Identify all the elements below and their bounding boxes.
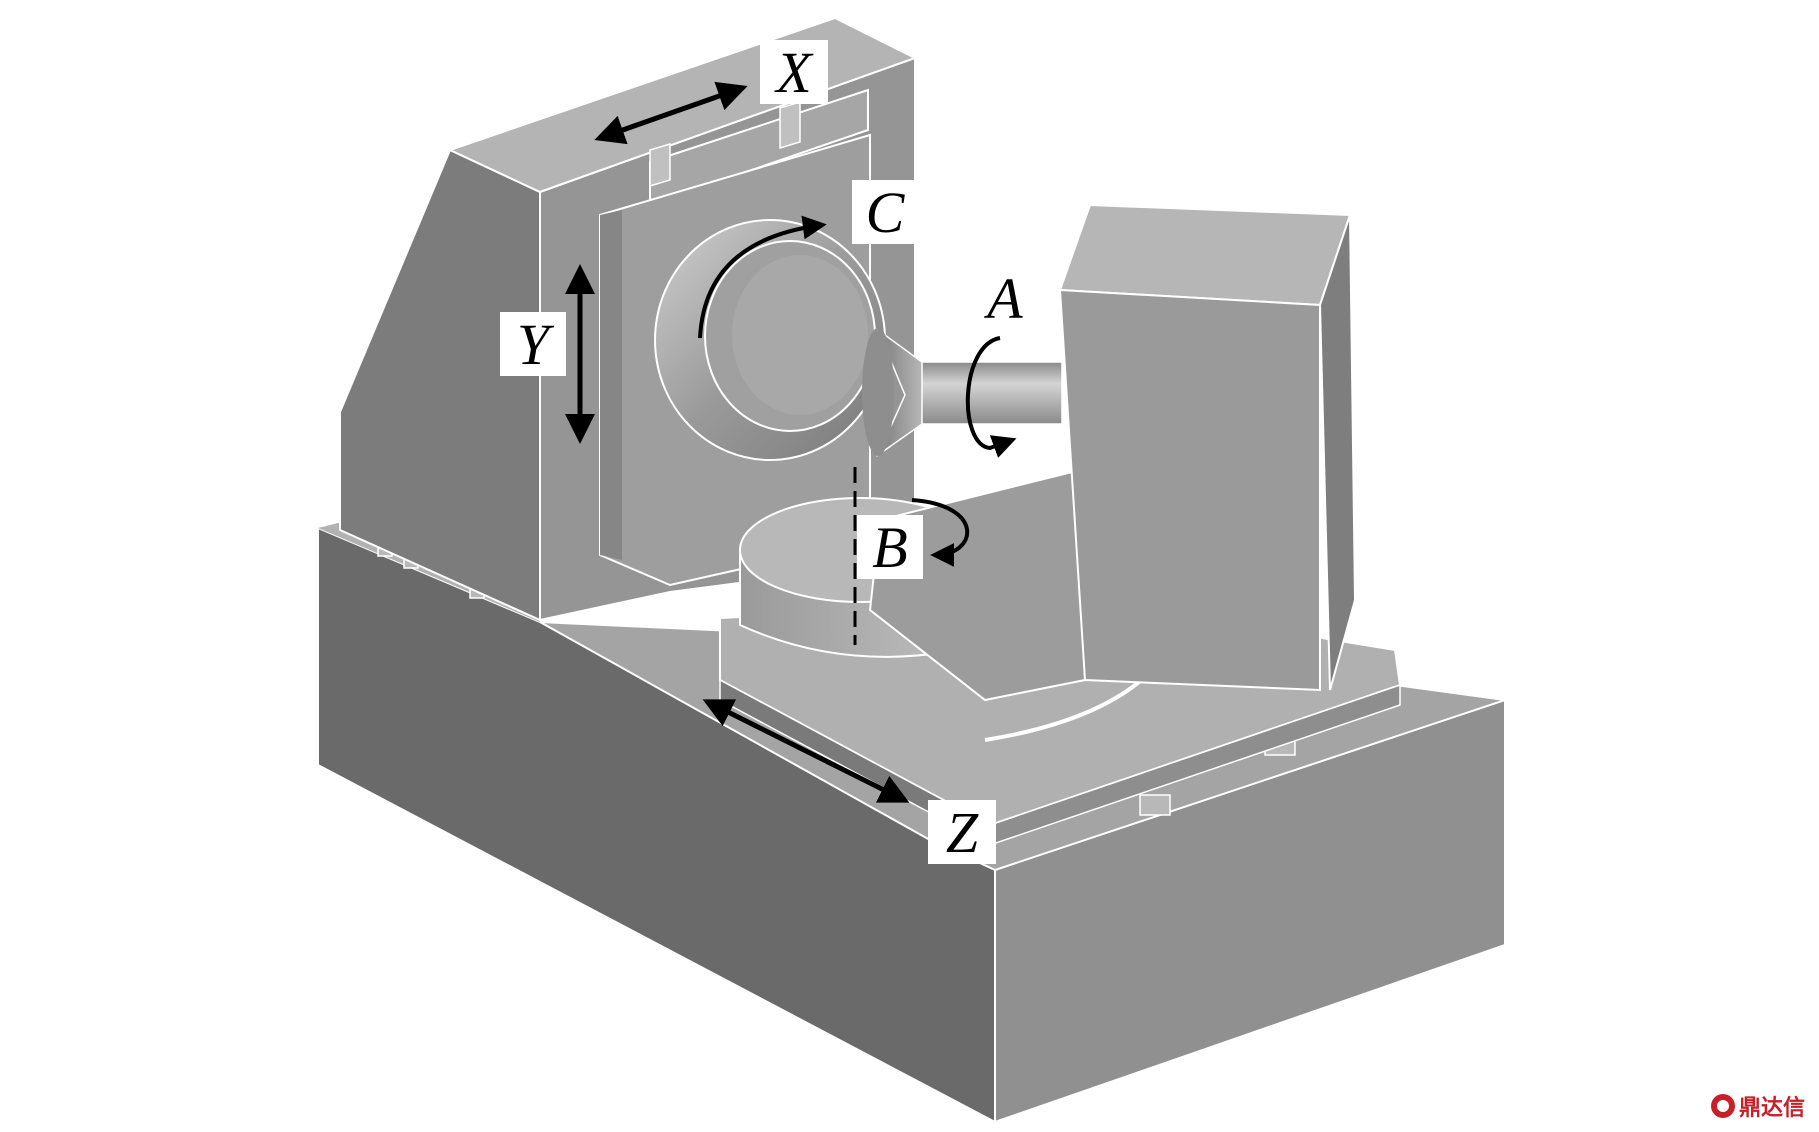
x-slide-key-left bbox=[649, 142, 671, 188]
x-slide-key-right bbox=[779, 100, 801, 150]
base-side-face bbox=[994, 698, 1506, 1124]
c-spindle bbox=[654, 219, 886, 461]
axis-labels: X C A Y B Z bbox=[500, 40, 1038, 865]
a-cone bbox=[876, 327, 923, 458]
a-axis-head bbox=[739, 203, 1357, 702]
c-rotation-arrow bbox=[698, 215, 827, 339]
svg-text:Z: Z bbox=[946, 800, 979, 865]
svg-text:A: A bbox=[983, 266, 1023, 331]
z-axis-arrow bbox=[702, 699, 910, 803]
b-rotation-arrow bbox=[911, 498, 970, 567]
watermark: 鼎达信 bbox=[1710, 1090, 1805, 1122]
c-axis-label: C bbox=[852, 180, 918, 245]
b-axis-label: B bbox=[857, 515, 923, 580]
brand-logo-icon bbox=[1710, 1094, 1735, 1118]
svg-text:C: C bbox=[866, 180, 906, 245]
a-shaft bbox=[911, 361, 1063, 425]
c-ring-bore bbox=[732, 255, 868, 415]
x-axis-label: X bbox=[760, 40, 828, 105]
svg-text:Y: Y bbox=[517, 312, 555, 377]
head-block-side bbox=[1318, 214, 1357, 691]
head-block-top bbox=[1058, 203, 1352, 307]
z-axis-label: Z bbox=[928, 800, 996, 865]
y-carriage-edge bbox=[600, 210, 622, 560]
watermark-text: 鼎达信 bbox=[1738, 1096, 1805, 1121]
svg-text:B: B bbox=[872, 515, 907, 580]
a-cone-face bbox=[862, 328, 894, 456]
svg-text:X: X bbox=[774, 40, 814, 105]
x-axis-arrow bbox=[594, 81, 748, 145]
y-axis-label: Y bbox=[500, 312, 566, 377]
a-rotation-arrow bbox=[965, 336, 1017, 458]
motion-arrows bbox=[565, 81, 1017, 803]
head-block-front bbox=[1058, 288, 1321, 692]
b-arm bbox=[868, 468, 1087, 702]
a-axis-label: A bbox=[972, 266, 1038, 331]
